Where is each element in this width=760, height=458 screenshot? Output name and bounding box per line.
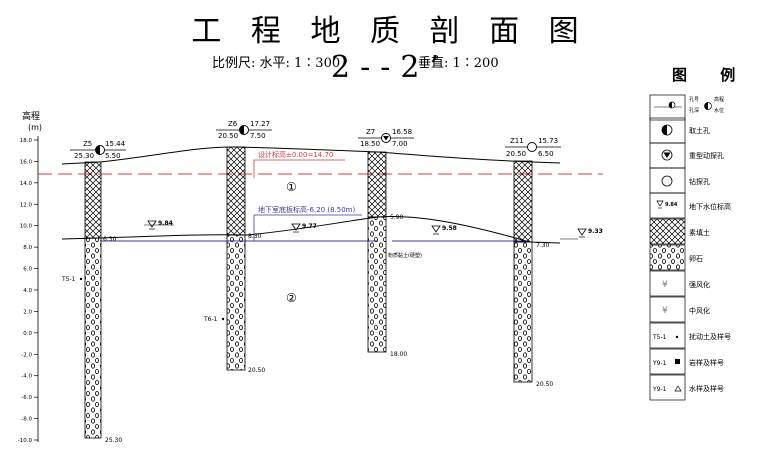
z11-depth: 20.50 [506, 150, 526, 158]
legend-label-drill-hole: 钻探孔 [689, 177, 710, 186]
water-level-4: 9.33 [560, 228, 603, 240]
legend-label-groundwater: 地下水位标高 [689, 202, 731, 211]
water-level-3-value: 9.58 [442, 225, 457, 232]
z5-end: 25.30 [105, 437, 122, 444]
drawing-title: 工 程 地 质 剖 面 图 2--2’ [191, 14, 589, 85]
legend-label-strongly-weathered: 强风化 [689, 280, 710, 289]
axis-label-elevation: 高程 [22, 110, 40, 122]
layer-boundary-line [61, 216, 561, 244]
z6-id: Z6 [228, 120, 238, 128]
legend-hole-water: 水位 [714, 107, 724, 114]
z5-id: Z5 [83, 140, 92, 148]
axis-tick-label: 12.0 [20, 202, 33, 208]
axis-label-unit: (m) [28, 123, 42, 132]
z11-elevation: 15.73 [538, 137, 558, 145]
legend: 孔号 孔深 高程 水位 取土孔 重型动探孔 钻探孔 9.84 地下水位标高 素填… [649, 94, 731, 401]
legend-label-moderately-weathered: 中风化 [689, 306, 710, 315]
legend-label-disturbed: 扰动土及样号 [689, 332, 731, 341]
borehole-z7: Z7 16.58 18.50 7.00 5.90 18.00 [358, 128, 414, 358]
z7-elevation: 16.58 [392, 128, 412, 136]
z5-water: 5.50 [105, 152, 121, 160]
axis-tick-label: 0.0 [23, 331, 32, 337]
legend-code-disturbed: T5-1 [652, 334, 667, 341]
axis-tick-label: 4.0 [23, 288, 32, 294]
axis-tick-label: -2.0 [21, 352, 32, 358]
legend-hole-elev: 高程 [714, 96, 724, 103]
axis-tick-label: 8.0 [23, 245, 32, 251]
basement-floor-label: 地下室底板标高-6.20 (8.50m) [258, 205, 355, 214]
water-level-2-value: 9.77 [302, 223, 317, 230]
z6-depth: 20.50 [218, 132, 238, 140]
z7-depth: 18.50 [360, 140, 380, 148]
legend-code-water: Y9-1 [652, 386, 667, 393]
z6-elevation: 17.27 [250, 120, 270, 128]
z5-fill-depth: 6.30 [103, 236, 117, 243]
z7-end: 18.00 [390, 351, 407, 358]
legend-strong-weather-symbol: ¥ [662, 280, 668, 290]
horizontal-scale: 比例尺: 水平: 1∶300 [212, 56, 341, 71]
design-elevation-label: 设计标高±0.00=14.70 [258, 150, 333, 159]
z7-mid-label: 5.90 [390, 214, 404, 221]
axis-tick-label: 2.0 [23, 309, 32, 315]
water-level-4-value: 9.33 [588, 228, 603, 235]
borehole-z6: Z6 17.27 20.50 7.50 8.30 T6-1 20.50 [203, 120, 272, 374]
z11-water: 6.50 [538, 150, 554, 158]
legend-water-value: 9.84 [665, 202, 678, 208]
axis-tick-label: 14.0 [20, 181, 33, 187]
axis-tick-label: 18.0 [20, 138, 33, 144]
legend-hole-id: 孔号 [689, 96, 699, 103]
axis-tick-label: 6.0 [23, 267, 32, 273]
z11-end: 20.50 [536, 381, 553, 388]
z7-water: 7.00 [392, 140, 408, 148]
z5-depth: 25.30 [74, 152, 94, 160]
z11-mid-label: 7.30 [536, 242, 550, 249]
legend-label-heavy-probe: 重型动探孔 [689, 151, 724, 160]
legend-label-rock: 岩样及样号 [689, 358, 724, 367]
legend-mod-weather-symbol: ¥ [662, 306, 668, 316]
axis-tick-label: -6.0 [21, 395, 32, 401]
axis-tick-label: -4.0 [21, 374, 32, 380]
z5-elevation: 15.44 [105, 140, 126, 148]
axis-tick-label: -8.0 [21, 417, 32, 423]
legend-code-rock: Y9-1 [652, 360, 667, 367]
water-level-1: 9.84 [144, 220, 174, 230]
z5-sample: T5-1 [61, 276, 76, 283]
legend-box [649, 94, 686, 121]
legend-label-soil-sampling: 取土孔 [689, 126, 710, 135]
axis-tick-label: -10.0 [18, 438, 33, 444]
z6-end: 20.50 [248, 367, 265, 374]
stratum-note: 粉质黏土(硬塑) [388, 252, 422, 259]
legend-label-gravel: 卵石 [689, 254, 703, 263]
basement-floor-leader [253, 214, 362, 241]
groundwater-markers: 9.84 9.77 9.58 9.33 [144, 220, 603, 240]
ground-surface-line [61, 146, 561, 165]
water-level-3: 9.58 [431, 225, 457, 235]
legend-title: 图 例 [672, 66, 750, 84]
layer1-marker: ① [286, 180, 297, 194]
z6-water: 7.50 [250, 132, 266, 140]
borehole-z5: Z5 15.44 25.30 5.50 6.30 T5-1 25.30 [61, 140, 126, 444]
vertical-scale: 垂直: 1∶200 [418, 56, 499, 71]
design-elevation-leader [253, 159, 345, 178]
z11-id: Z11 [510, 137, 524, 145]
z6-sample: T6-1 [203, 316, 218, 323]
axis-tick-label: 10.0 [20, 224, 33, 230]
axis-tick-label: 16.0 [20, 159, 33, 165]
legend-label-water-sample: 水样及样号 [689, 384, 724, 393]
elevation-axis: 高程 (m) 18.0 16.0 14.0 12.0 10.0 8.0 6.0 4.0 2.0 0… [18, 110, 42, 444]
borehole-z11: Z11 15.73 20.50 6.50 7.30 20.50 [505, 137, 561, 388]
layer2-marker: ② [286, 291, 297, 305]
z7-id: Z7 [366, 128, 375, 136]
legend-label-fill: 素填土 [689, 228, 710, 237]
water-level-2: 9.77 [291, 223, 317, 233]
water-level-1-value: 9.84 [158, 220, 173, 227]
legend-hole-depth: 孔深 [689, 107, 699, 114]
z6-fill-depth: 8.30 [248, 233, 262, 240]
